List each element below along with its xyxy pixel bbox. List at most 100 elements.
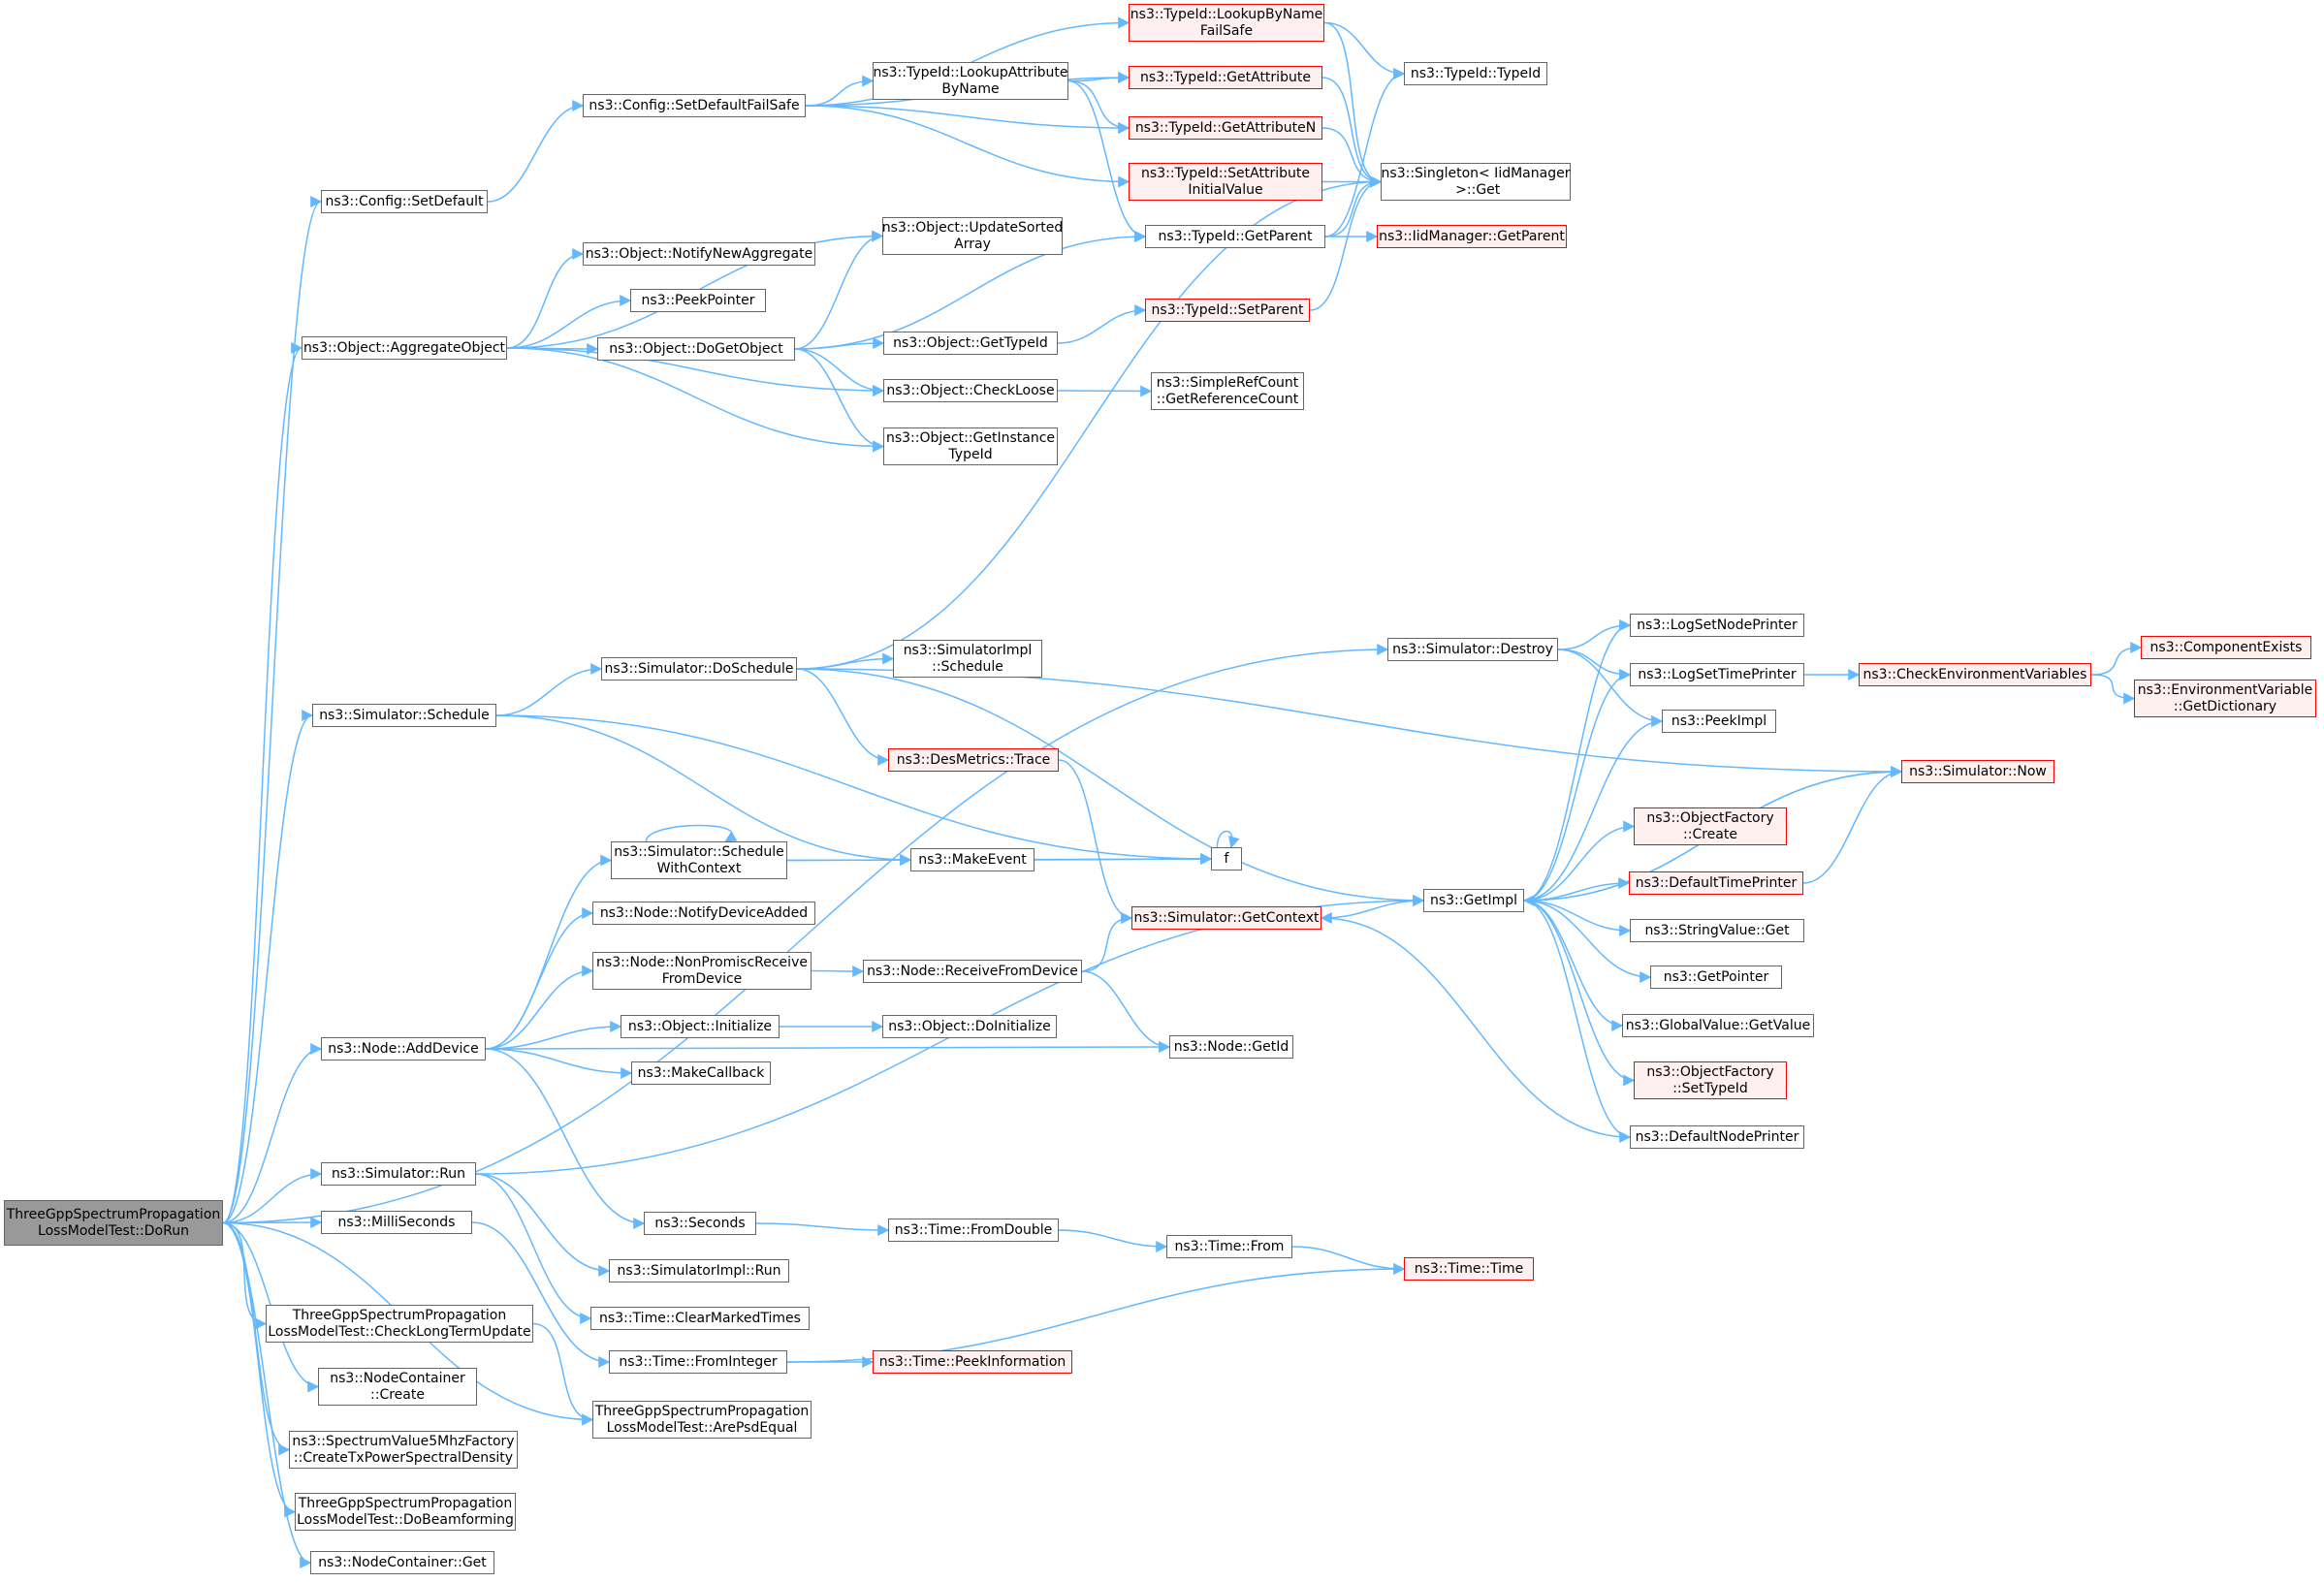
node-iidgetparent[interactable]: ns3::IidManager::GetParent bbox=[1377, 225, 1567, 248]
node-globalvalue[interactable]: ns3::GlobalValue::GetValue bbox=[1622, 1014, 1814, 1037]
node-logsettime[interactable]: ns3::LogSetTimePrinter bbox=[1630, 663, 1804, 686]
node-schedulectx[interactable]: ns3::Simulator::Schedule WithContext bbox=[611, 841, 787, 879]
node-compexists[interactable]: ns3::ComponentExists bbox=[2141, 636, 2311, 659]
edge-setdefault-to-setdefaultfs bbox=[487, 100, 585, 203]
edge-simrun-to-clearmarked bbox=[475, 1173, 592, 1324]
node-timefrom[interactable]: ns3::Time::From bbox=[1166, 1235, 1292, 1258]
node-peekimpl[interactable]: ns3::PeekImpl bbox=[1662, 710, 1776, 733]
edge-lookupattr-to-getparent bbox=[1067, 79, 1147, 242]
node-objfactsettype[interactable]: ns3::ObjectFactory ::SetTypeId bbox=[1634, 1061, 1787, 1099]
edge-milliseconds-to-frominteger bbox=[471, 1221, 611, 1368]
node-makeevent[interactable]: ns3::MakeEvent bbox=[910, 848, 1035, 871]
edge-addevice-to-notifydev bbox=[485, 907, 594, 1050]
node-doinitialize[interactable]: ns3::Object::DoInitialize bbox=[882, 1015, 1057, 1038]
node-simimplschedule[interactable]: ns3::SimulatorImpl ::Schedule bbox=[893, 640, 1042, 678]
node-getattributen[interactable]: ns3::TypeId::GetAttributeN bbox=[1129, 116, 1322, 140]
edge-frominteger-to-timetime bbox=[786, 1263, 1406, 1363]
node-milliseconds[interactable]: ns3::MilliSeconds bbox=[321, 1211, 472, 1234]
node-dobeamforming[interactable]: ThreeGppSpectrumPropagation LossModelTes… bbox=[295, 1493, 516, 1531]
node-simnow[interactable]: ns3::Simulator::Now bbox=[1901, 760, 2054, 783]
edge-getimpl-to-objfactcreate bbox=[1523, 820, 1636, 902]
edge-getparent-to-singleton bbox=[1324, 175, 1383, 237]
edge-root-to-setdefault bbox=[222, 196, 323, 1224]
node-gettypeid[interactable]: ns3::Object::GetTypeId bbox=[883, 332, 1058, 355]
node-seconds[interactable]: ns3::Seconds bbox=[644, 1212, 756, 1235]
edge-schedule-to-doschedule bbox=[495, 663, 603, 716]
node-checkenv[interactable]: ns3::CheckEnvironmentVariables bbox=[1859, 663, 2091, 686]
node-getrefcount[interactable]: ns3::SimpleRefCount ::GetReferenceCount bbox=[1151, 372, 1304, 410]
node-lookupbyname[interactable]: ns3::TypeId::LookupByName FailSafe bbox=[1129, 4, 1324, 42]
edge-setdefaultfs-to-setattrinit bbox=[805, 105, 1130, 188]
node-timetime[interactable]: ns3::Time::Time bbox=[1404, 1257, 1534, 1281]
edge-getimpl-to-defnodeprinter bbox=[1523, 900, 1632, 1143]
node-makecallback[interactable]: ns3::MakeCallback bbox=[631, 1061, 771, 1085]
node-peekpointer[interactable]: ns3::PeekPointer bbox=[630, 289, 766, 312]
node-setdefault[interactable]: ns3::Config::SetDefault bbox=[321, 190, 488, 213]
node-createtxpsd[interactable]: ns3::SpectrumValue5MhzFactory ::CreateTx… bbox=[289, 1431, 518, 1469]
node-root[interactable]: ThreeGppSpectrumPropagation LossModelTes… bbox=[4, 1200, 223, 1246]
node-setparent[interactable]: ns3::TypeId::SetParent bbox=[1145, 299, 1310, 322]
node-getattribute[interactable]: ns3::TypeId::GetAttribute bbox=[1129, 66, 1322, 89]
edge-makeevent-to-f bbox=[1034, 853, 1213, 866]
node-getparent[interactable]: ns3::TypeId::GetParent bbox=[1145, 225, 1325, 248]
node-nodegetid[interactable]: ns3::Node::GetId bbox=[1169, 1035, 1293, 1059]
node-desmetrics[interactable]: ns3::DesMetrics::Trace bbox=[888, 748, 1059, 772]
node-objfactcreate[interactable]: ns3::ObjectFactory ::Create bbox=[1634, 807, 1787, 845]
node-getimpl[interactable]: ns3::GetImpl bbox=[1423, 889, 1524, 912]
node-arepsdequal[interactable]: ThreeGppSpectrumPropagation LossModelTes… bbox=[592, 1401, 812, 1439]
edge-schedule-to-makeevent bbox=[495, 714, 912, 866]
node-getpointer[interactable]: ns3::GetPointer bbox=[1650, 966, 1782, 989]
node-updatesorted[interactable]: ns3::Object::UpdateSorted Array bbox=[882, 217, 1063, 255]
node-setdefaultfs[interactable]: ns3::Config::SetDefaultFailSafe bbox=[583, 94, 806, 117]
edge-addevice-to-nodegetid bbox=[485, 1041, 1171, 1054]
node-fromdouble[interactable]: ns3::Time::FromDouble bbox=[888, 1219, 1059, 1242]
node-checkloose[interactable]: ns3::Object::CheckLoose bbox=[883, 379, 1058, 402]
node-aggregate[interactable]: ns3::Object::AggregateObject bbox=[302, 336, 507, 360]
node-simimplrun[interactable]: ns3::SimulatorImpl::Run bbox=[609, 1259, 789, 1282]
node-typeid[interactable]: ns3::TypeId::TypeId bbox=[1404, 62, 1547, 85]
node-ncget[interactable]: ns3::NodeContainer::Get bbox=[310, 1551, 494, 1574]
node-checklongterm[interactable]: ThreeGppSpectrumPropagation LossModelTes… bbox=[266, 1305, 533, 1343]
node-f[interactable]: f bbox=[1211, 847, 1242, 871]
node-getcontext[interactable]: ns3::Simulator::GetContext bbox=[1131, 906, 1321, 930]
node-initialize[interactable]: ns3::Object::Initialize bbox=[621, 1015, 780, 1038]
edge-getimpl-to-peekimpl bbox=[1523, 715, 1664, 902]
node-nccreate[interactable]: ns3::NodeContainer ::Create bbox=[318, 1368, 477, 1406]
node-doschedule[interactable]: ns3::Simulator::DoSchedule bbox=[601, 657, 797, 681]
edge-f-to-f bbox=[1216, 830, 1240, 849]
node-nonpromisc[interactable]: ns3::Node::NonPromiscReceive FromDevice bbox=[592, 952, 812, 990]
edge-destroy-to-logsettime bbox=[1557, 649, 1632, 681]
node-destroy[interactable]: ns3::Simulator::Destroy bbox=[1387, 638, 1558, 661]
node-addevice[interactable]: ns3::Node::AddDevice bbox=[321, 1037, 486, 1061]
node-receivefrom[interactable]: ns3::Node::ReceiveFromDevice bbox=[863, 960, 1082, 983]
edge-aggregate-to-peekpointer bbox=[506, 295, 632, 349]
node-stringvalue[interactable]: ns3::StringValue::Get bbox=[1630, 919, 1804, 942]
edge-root-to-dobeamforming bbox=[222, 1221, 297, 1518]
node-deftimeprinter[interactable]: ns3::DefaultTimePrinter bbox=[1629, 871, 1803, 895]
edge-root-to-simrun bbox=[222, 1168, 323, 1224]
node-dogetobject[interactable]: ns3::Object::DoGetObject bbox=[597, 337, 795, 361]
edge-aggregate-to-notifynewagg bbox=[506, 248, 585, 349]
edge-lookupbyname-to-singleton bbox=[1323, 21, 1383, 188]
edge-defnodeprinter-to-getcontext bbox=[1320, 912, 1631, 1138]
node-logsetnode[interactable]: ns3::LogSetNodePrinter bbox=[1630, 614, 1804, 637]
node-envvar[interactable]: ns3::EnvironmentVariable ::GetDictionary bbox=[2134, 680, 2316, 717]
edge-lookupattr-to-getattributen bbox=[1067, 79, 1130, 134]
node-clearmarked[interactable]: ns3::Time::ClearMarkedTimes bbox=[590, 1307, 810, 1330]
node-lookupattr[interactable]: ns3::TypeId::LookupAttribute ByName bbox=[873, 62, 1068, 100]
node-getinstancetypeid[interactable]: ns3::Object::GetInstance TypeId bbox=[883, 427, 1058, 465]
edge-dogetobject-to-getinstancetypeid bbox=[794, 348, 885, 453]
node-singleton[interactable]: ns3::Singleton< IidManager >::Get bbox=[1381, 163, 1571, 201]
node-simrun[interactable]: ns3::Simulator::Run bbox=[321, 1162, 476, 1186]
node-frominteger[interactable]: ns3::Time::FromInteger bbox=[609, 1350, 787, 1374]
node-peekinfo[interactable]: ns3::Time::PeekInformation bbox=[873, 1350, 1072, 1374]
node-notifydev[interactable]: ns3::Node::NotifyDeviceAdded bbox=[592, 902, 815, 925]
node-defnodeprinter[interactable]: ns3::DefaultNodePrinter bbox=[1630, 1125, 1804, 1149]
edge-getattributen-to-singleton bbox=[1321, 127, 1383, 188]
node-schedule[interactable]: ns3::Simulator::Schedule bbox=[312, 704, 496, 727]
edge-dogetobject-to-checkloose bbox=[794, 348, 885, 396]
node-notifynewagg[interactable]: ns3::Object::NotifyNewAggregate bbox=[583, 242, 815, 266]
edge-schedulectx-to-schedulectx bbox=[645, 824, 738, 842]
edge-getimpl-to-logsetnode bbox=[1523, 619, 1632, 902]
node-setattrinit[interactable]: ns3::TypeId::SetAttribute InitialValue bbox=[1129, 163, 1322, 201]
